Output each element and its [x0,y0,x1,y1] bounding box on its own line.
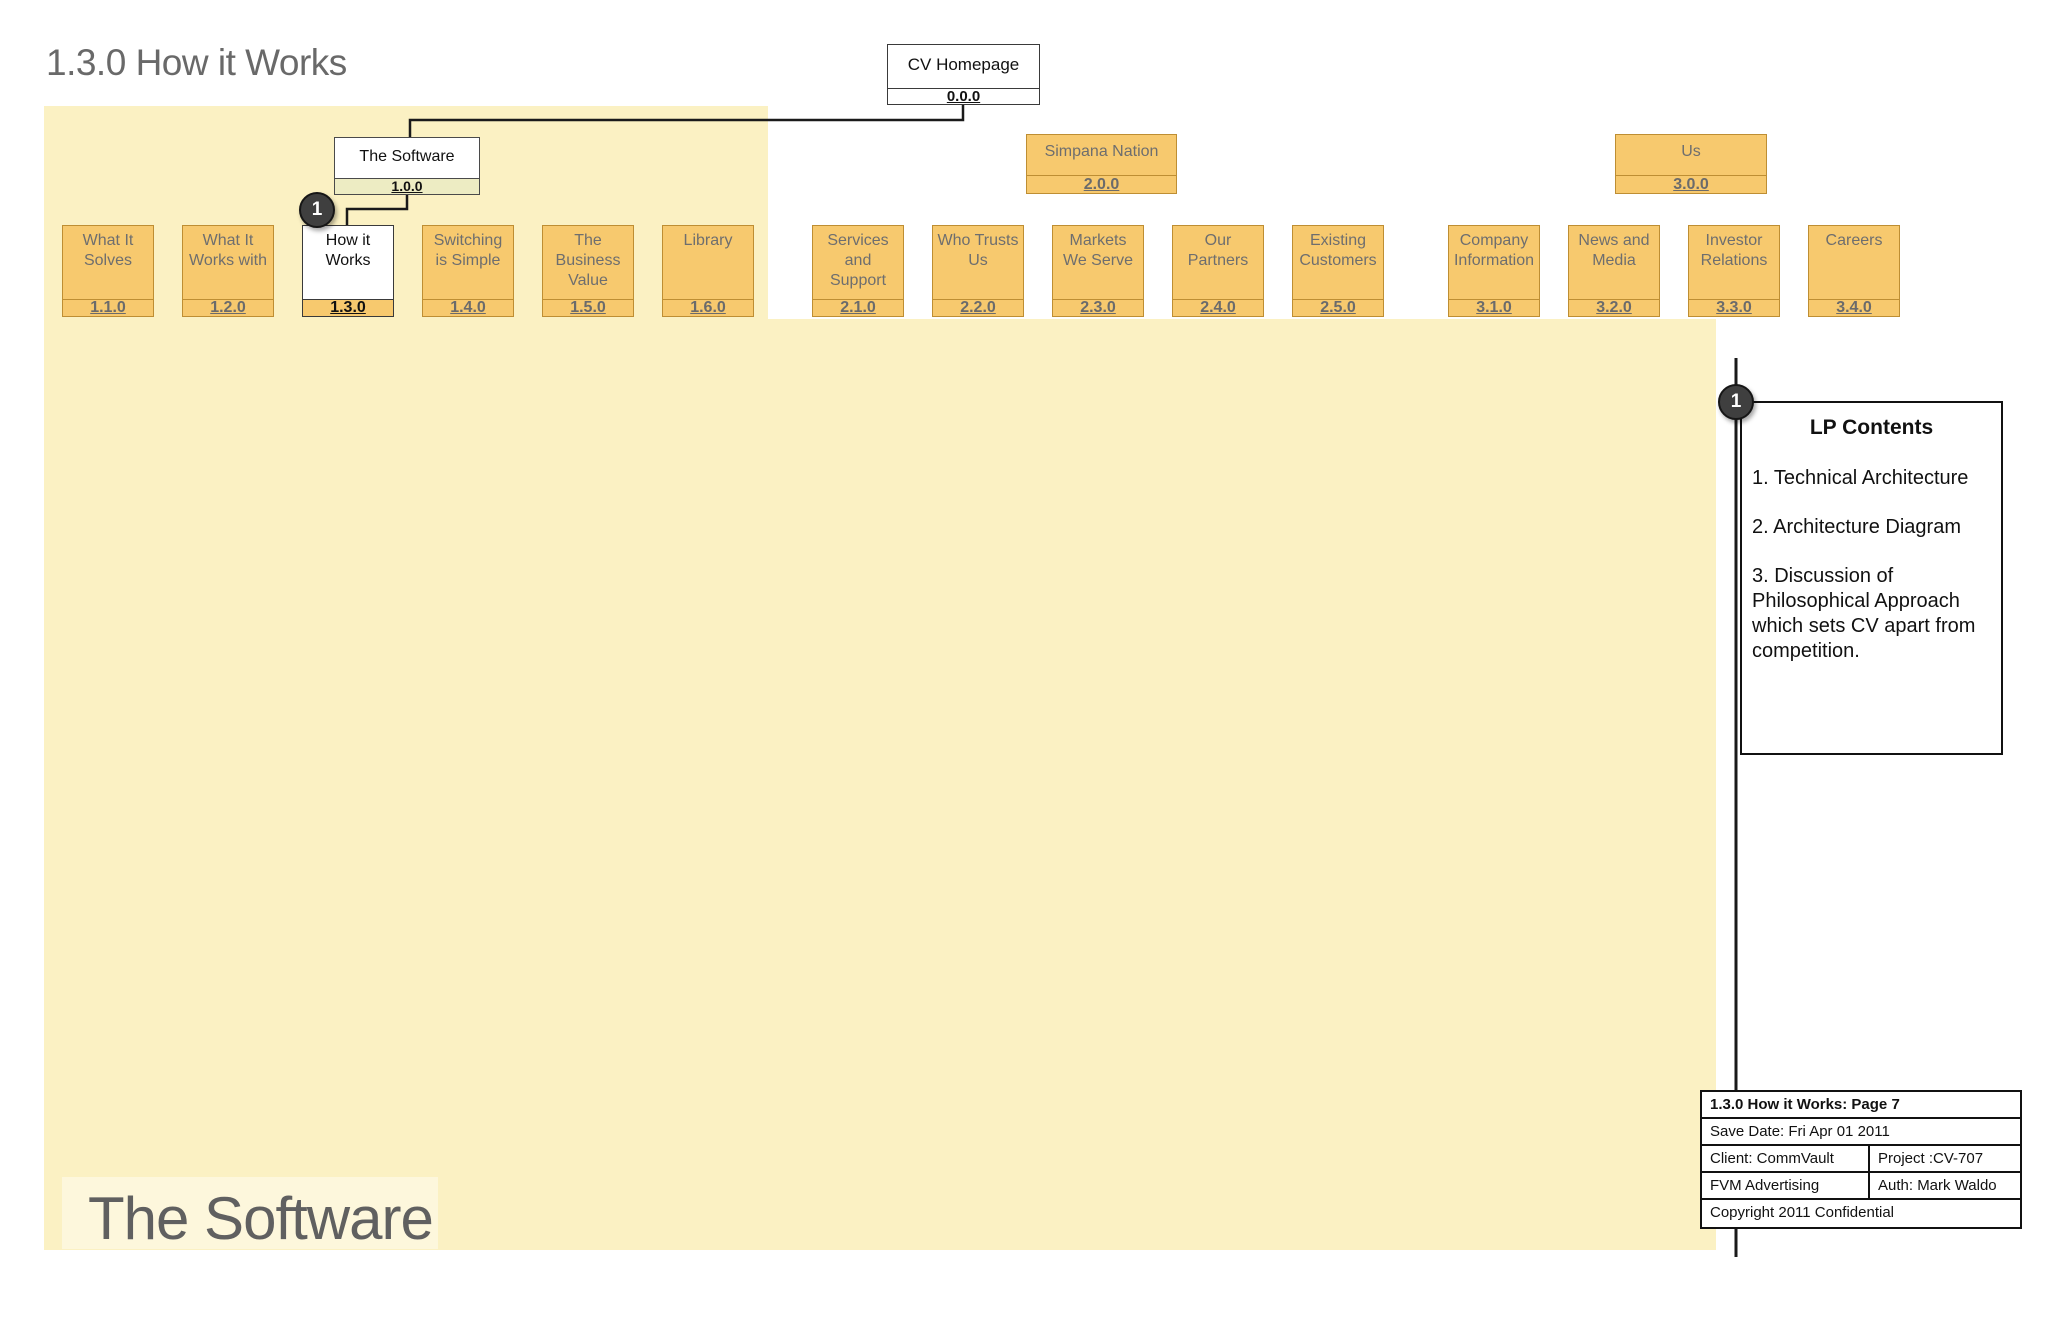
title-block-agency: FVM Advertising [1702,1173,1870,1198]
node-number: 3.3.0 [1689,299,1779,316]
lp-contents-callout[interactable]: LP Contents 1. Technical Architecture 2.… [1740,401,2003,755]
node-label: Who Trusts Us [937,232,1019,269]
node-number: 3.0.0 [1616,175,1766,193]
sitemap-node-library[interactable]: Library 1.6.0 [662,225,754,317]
node-number: 0.0.0 [888,88,1039,104]
node-label: Simpana Nation [1044,143,1159,160]
node-label: Us [1681,143,1701,160]
sitemap-node-the-software[interactable]: The Software 1.0.0 [334,137,480,195]
node-number: 3.2.0 [1569,299,1659,316]
title-block: 1.3.0 How it Works: Page 7 Save Date: Fr… [1700,1090,2022,1229]
node-number: 2.0.0 [1027,175,1176,193]
sitemap-node-who-trusts-us[interactable]: Who Trusts Us 2.2.0 [932,225,1024,317]
node-label: Company Information [1453,232,1535,269]
node-number: 1.2.0 [183,299,273,316]
node-label: News and Media [1578,232,1650,269]
node-number: 2.5.0 [1293,299,1383,316]
sitemap-node-switching-is-simple[interactable]: Switching is Simple 1.4.0 [422,225,514,317]
node-label: CV Homepage [907,55,1020,74]
node-number: 1.6.0 [663,299,753,316]
node-label: Services and Support [827,232,889,289]
title-block-copyright: Copyright 2011 Confidential [1710,1204,1895,1221]
section-background-main [44,319,1716,1250]
sitemap-node-careers[interactable]: Careers 3.4.0 [1808,225,1900,317]
node-number: 2.3.0 [1053,299,1143,316]
callout-item: 3. Discussion of Philosophical Approach … [1752,565,1976,662]
sitemap-node-us[interactable]: Us 3.0.0 [1615,134,1767,194]
node-number: 1.0.0 [335,178,479,194]
sitemap-node-company-information[interactable]: Company Information 3.1.0 [1448,225,1540,317]
callout-title: LP Contents [1809,416,1934,439]
callout-item: 1. Technical Architecture [1752,467,1969,489]
title-block-save-date: Save Date: Fri Apr 01 2011 [1702,1119,2020,1146]
callout-item: 2. Architecture Diagram [1752,516,1961,538]
sitemap-node-the-business-value[interactable]: The Business Value 1.5.0 [542,225,634,317]
sitemap-node-simpana-nation[interactable]: Simpana Nation 2.0.0 [1026,134,1177,194]
sitemap-node-what-it-works-with[interactable]: What It Works with 1.2.0 [182,225,274,317]
node-label: Library [683,232,733,249]
sitemap-node-existing-customers[interactable]: Existing Customers 2.5.0 [1292,225,1384,317]
sitemap-node-our-partners[interactable]: Our Partners 2.4.0 [1172,225,1264,317]
annotation-badge-1-callout[interactable]: 1 [1718,384,1754,420]
node-label: How it Works [325,232,371,269]
sitemap-node-services-and-support[interactable]: Services and Support 2.1.0 [812,225,904,317]
node-label: Switching is Simple [433,232,503,269]
node-number: 1.5.0 [543,299,633,316]
sitemap-node-what-it-solves[interactable]: What It Solves 1.1.0 [62,225,154,317]
sitemap-node-news-and-media[interactable]: News and Media 3.2.0 [1568,225,1660,317]
node-number: 2.4.0 [1173,299,1263,316]
badge-number: 1 [311,199,323,220]
node-number: 2.1.0 [813,299,903,316]
node-label: What It Solves [82,232,134,269]
node-number: 1.3.0 [303,299,393,316]
node-label: Existing Customers [1299,232,1377,269]
node-label: The Business Value [555,232,621,289]
node-label: The Software [359,148,455,165]
title-block-page: 1.3.0 How it Works: Page 7 [1702,1092,2020,1119]
section-label-highlight [62,1177,438,1249]
node-label: Investor Relations [1700,232,1768,269]
node-number: 3.1.0 [1449,299,1539,316]
sitemap-node-investor-relations[interactable]: Investor Relations 3.3.0 [1688,225,1780,317]
annotation-badge-1[interactable]: 1 [299,192,335,228]
node-number: 3.4.0 [1809,299,1899,316]
title-block-client: Client: CommVault [1702,1146,1870,1171]
sitemap-node-cv-homepage[interactable]: CV Homepage 0.0.0 [887,44,1040,105]
sitemap-node-how-it-works-current[interactable]: How it Works 1.3.0 [302,225,394,317]
node-label: Our Partners [1187,232,1249,269]
page-title: 1.3.0 How it Works [46,42,347,83]
sitemap-node-markets-we-serve[interactable]: Markets We Serve 2.3.0 [1052,225,1144,317]
node-label: Markets We Serve [1063,232,1133,269]
node-number: 1.4.0 [423,299,513,316]
node-label: What It Works with [189,232,267,269]
title-block-author: Auth: Mark Waldo [1878,1177,1997,1194]
title-block-project: Project :CV-707 [1878,1150,1984,1167]
badge-number: 1 [1730,391,1742,412]
node-number: 1.1.0 [63,299,153,316]
section-label: The Software [88,1185,434,1252]
node-label: Careers [1825,232,1883,249]
node-number: 2.2.0 [933,299,1023,316]
